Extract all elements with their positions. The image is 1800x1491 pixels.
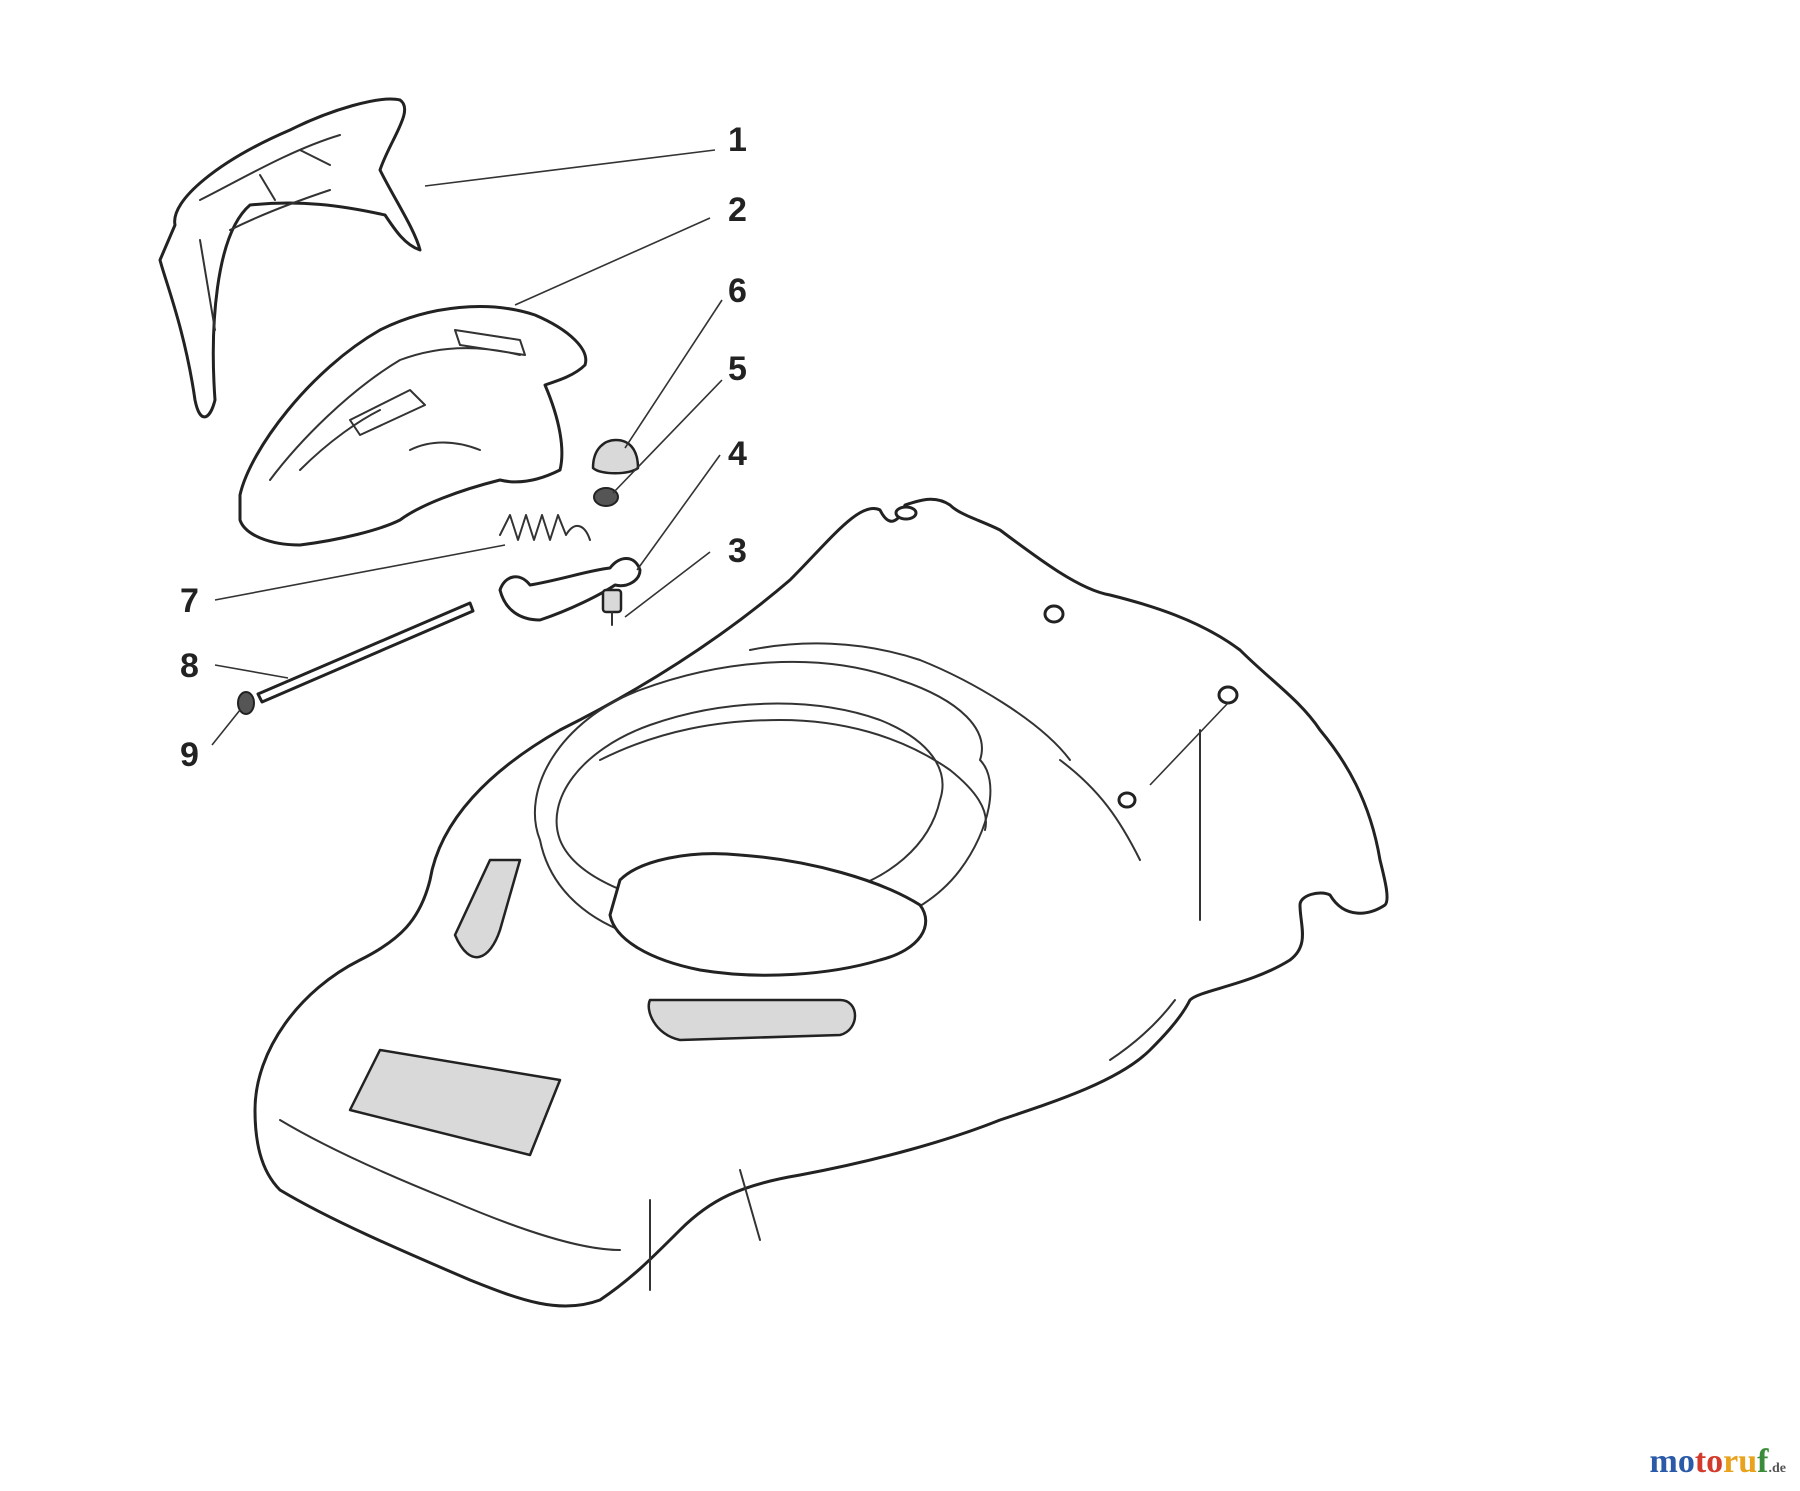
callout-2: 2 [728, 191, 747, 229]
part-6-cap [591, 438, 640, 475]
part-8-rod [256, 601, 475, 704]
callout-5: 5 [728, 350, 747, 388]
motoruf-watermark: motoruf.de [1649, 1443, 1786, 1480]
callout-labels: 1 2 6 5 4 3 7 8 9 [180, 121, 747, 774]
part-1-handle-cover [158, 97, 422, 419]
callout-4: 4 [728, 435, 747, 473]
callout-8: 8 [180, 647, 199, 685]
part-7-spring [499, 514, 591, 541]
part-4-bracket [498, 557, 642, 622]
part-2-control-housing [238, 305, 588, 547]
callout-6: 6 [728, 272, 747, 310]
part-9-washer [237, 691, 255, 715]
callout-7: 7 [180, 582, 199, 620]
mower-deck [253, 497, 1389, 1308]
callout-3: 3 [728, 532, 747, 570]
callout-1: 1 [728, 121, 747, 159]
part-5-nut [593, 487, 619, 507]
leader-lines [211, 149, 1229, 786]
callout-9: 9 [180, 736, 199, 774]
part-3-bolt [601, 588, 623, 626]
